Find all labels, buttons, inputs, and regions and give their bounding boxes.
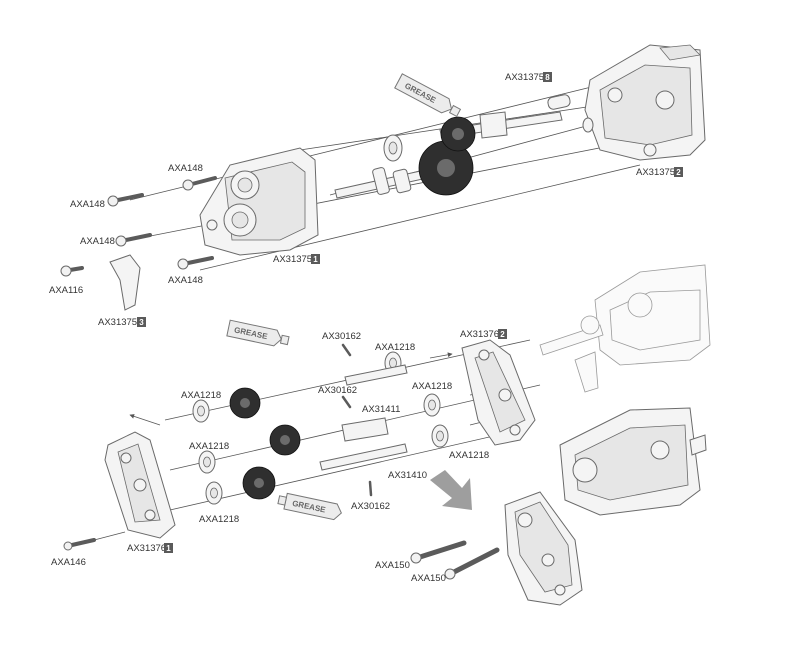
shaft-ax31411 bbox=[341, 417, 389, 442]
assembled-transmission bbox=[504, 407, 707, 606]
svg-text:3: 3 bbox=[139, 318, 144, 327]
guide-arrow bbox=[129, 414, 161, 426]
right-housing-top bbox=[584, 44, 706, 161]
left-housing-top bbox=[199, 147, 319, 256]
label-ax31375-8: AX31375 bbox=[505, 72, 544, 83]
label-axa148-upper: AXA148 bbox=[168, 163, 203, 174]
pinion-gear-upper bbox=[229, 387, 261, 419]
label-axa1218-left: AXA1218 bbox=[181, 390, 221, 401]
pin-ax30162-mid bbox=[341, 395, 352, 409]
grease-tube-top: GREASE bbox=[394, 73, 462, 118]
bearings-lower bbox=[192, 351, 449, 505]
screw-axa148-middle bbox=[115, 233, 152, 247]
spacer-ax31375-8 bbox=[547, 94, 571, 110]
label-axa1218-right: AXA1218 bbox=[449, 450, 489, 461]
label-axa148-lower: AXA148 bbox=[168, 275, 203, 286]
pin-ax30162-bottom bbox=[368, 480, 373, 497]
bearing-bore bbox=[203, 456, 211, 468]
label-ax30162-top: AX30162 bbox=[322, 331, 361, 342]
label-ax31375-1: AX31375 bbox=[273, 254, 312, 265]
gearbox-cover-ax31376-1 bbox=[104, 431, 176, 539]
shaft-ax31410 bbox=[319, 443, 408, 471]
screw-axa150-upper bbox=[410, 540, 467, 564]
svg-text:2: 2 bbox=[500, 330, 505, 339]
label-ax31376-1: AX31376 bbox=[127, 543, 166, 554]
label-axa116: AXA116 bbox=[49, 285, 83, 296]
badge-ax31375-8: 8 bbox=[543, 72, 552, 82]
label-axa1218-bottom: AXA1218 bbox=[199, 514, 239, 525]
label-axa150-lower: AXA150 bbox=[411, 573, 446, 584]
label-ax31375-2: AX31375 bbox=[636, 167, 675, 178]
gearbox-plate-ax31376-2 bbox=[461, 339, 536, 446]
bearing-bore bbox=[210, 487, 218, 499]
label-ax30162-bottom: AX30162 bbox=[351, 501, 390, 512]
label-axa148-left: AXA148 bbox=[70, 199, 105, 210]
label-ax31376-2: AX31376 bbox=[460, 329, 499, 340]
screw-axa148-upper bbox=[182, 176, 217, 191]
badge-ax31375-3: 3 bbox=[137, 317, 146, 327]
screw-axa146 bbox=[63, 538, 96, 551]
badge-ax31376-1: 1 bbox=[164, 543, 173, 553]
bracket-ax31375-3 bbox=[109, 254, 141, 311]
svg-text:1: 1 bbox=[166, 544, 171, 553]
pin-ax30162-top bbox=[341, 343, 352, 357]
bearing-bore bbox=[388, 141, 398, 155]
pinion-gear-lower bbox=[242, 466, 276, 500]
shafts-lower bbox=[319, 364, 408, 471]
screw-axa148-left bbox=[107, 193, 144, 207]
spur-gear-small bbox=[440, 116, 476, 152]
pinion-gear-middle bbox=[269, 424, 301, 456]
bearing-bore bbox=[197, 405, 205, 417]
label-ax30162-mid: AX30162 bbox=[318, 385, 357, 396]
grease-tube-middle: GREASE bbox=[226, 319, 290, 347]
svg-text:8: 8 bbox=[545, 73, 550, 82]
svg-text:2: 2 bbox=[676, 168, 681, 177]
screw-axa116 bbox=[60, 265, 84, 277]
screw-axa148-lower bbox=[177, 256, 214, 270]
bearing-bore bbox=[428, 399, 436, 411]
badge-ax31376-2: 2 bbox=[498, 329, 507, 339]
svg-text:1: 1 bbox=[313, 255, 318, 264]
label-ax31411: AX31411 bbox=[362, 404, 400, 415]
step-arrow bbox=[430, 470, 472, 510]
spur-gear-large bbox=[418, 140, 474, 196]
lower-assembly: GREASE GREASE bbox=[51, 264, 711, 606]
badge-ax31375-2: 2 bbox=[674, 167, 683, 177]
top-assembly: GREASE AX31375 8 AX31375 bbox=[49, 44, 706, 328]
grease-tube-bottom: GREASE bbox=[277, 492, 342, 521]
label-axa1218-lower: AXA1218 bbox=[189, 441, 229, 452]
bearing bbox=[582, 117, 594, 133]
label-axa150-upper: AXA150 bbox=[375, 560, 410, 571]
guide-line bbox=[169, 429, 521, 511]
label-axa148-middle: AXA148 bbox=[80, 236, 115, 247]
shaft-upper bbox=[344, 364, 408, 386]
badge-ax31375-1: 1 bbox=[311, 254, 320, 264]
label-axa1218-top: AXA1218 bbox=[375, 342, 415, 353]
label-axa146: AXA146 bbox=[51, 557, 86, 568]
label-axa1218-mid: AXA1218 bbox=[412, 381, 452, 392]
bearing-bore bbox=[436, 430, 444, 442]
label-ax31410: AX31410 bbox=[388, 470, 427, 481]
chassis-background-upper bbox=[539, 264, 711, 393]
screw-axa150-lower bbox=[444, 547, 500, 580]
label-ax31375-3: AX31375 bbox=[98, 317, 137, 328]
guide-arrow bbox=[429, 352, 453, 359]
guide-line bbox=[199, 164, 641, 271]
